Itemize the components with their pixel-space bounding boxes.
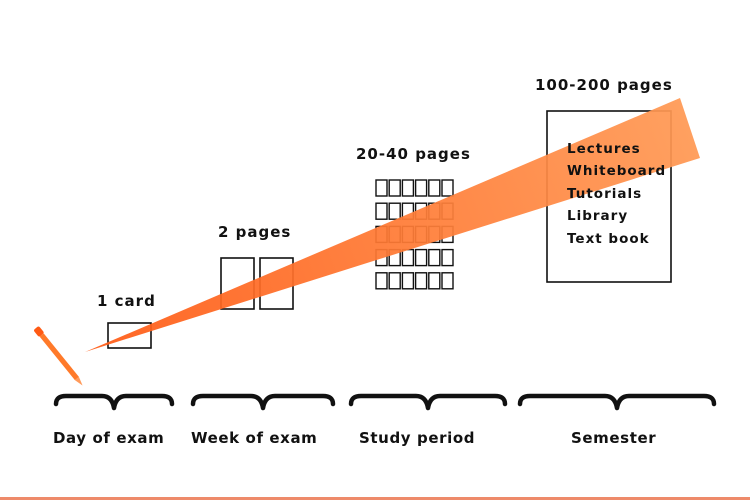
timeframe-label-study-period: Study period (359, 429, 475, 447)
source-item-library: Library (567, 208, 628, 224)
small-page-box (388, 179, 401, 197)
small-page-box (414, 248, 428, 267)
small-page-box (428, 272, 441, 290)
amount-label-two-pages: 2 pages (218, 223, 291, 241)
small-page-box (441, 272, 454, 290)
small-page-box (401, 179, 415, 197)
small-page-box (428, 248, 441, 267)
brace-day-of-exam (53, 393, 175, 411)
small-page-box (441, 179, 454, 197)
small-page-box (441, 248, 454, 267)
small-page-box (401, 248, 415, 267)
source-item-tutorials: Tutorials (567, 186, 642, 202)
amount-label-20-40-pages: 20-40 pages (356, 145, 471, 163)
pen-icon (34, 326, 83, 386)
small-page-box (414, 272, 428, 290)
source-item-whiteboard: Whiteboard (567, 163, 666, 179)
small-page-box (375, 202, 388, 220)
small-page-box (375, 272, 388, 290)
small-page-box (375, 179, 388, 197)
small-page-box (414, 179, 428, 197)
timeframe-label-semester: Semester (571, 429, 656, 447)
amount-label-100-200-pages: 100-200 pages (535, 76, 673, 94)
small-page-box (401, 272, 415, 290)
amount-label-card: 1 card (97, 292, 156, 310)
timeframe-label-week-of-exam: Week of exam (191, 429, 317, 447)
condensing-wedge (85, 98, 700, 352)
small-page-box (388, 272, 401, 290)
bottom-divider (0, 497, 750, 500)
brace-week-of-exam (190, 393, 336, 411)
timeframe-label-day-of-exam: Day of exam (53, 429, 164, 447)
brace-study-period (348, 393, 508, 411)
small-page-box (388, 202, 401, 220)
brace-semester (517, 393, 717, 411)
small-page-box (428, 179, 441, 197)
source-item-lectures: Lectures (567, 141, 641, 157)
source-item-text-book: Text book (567, 231, 650, 247)
